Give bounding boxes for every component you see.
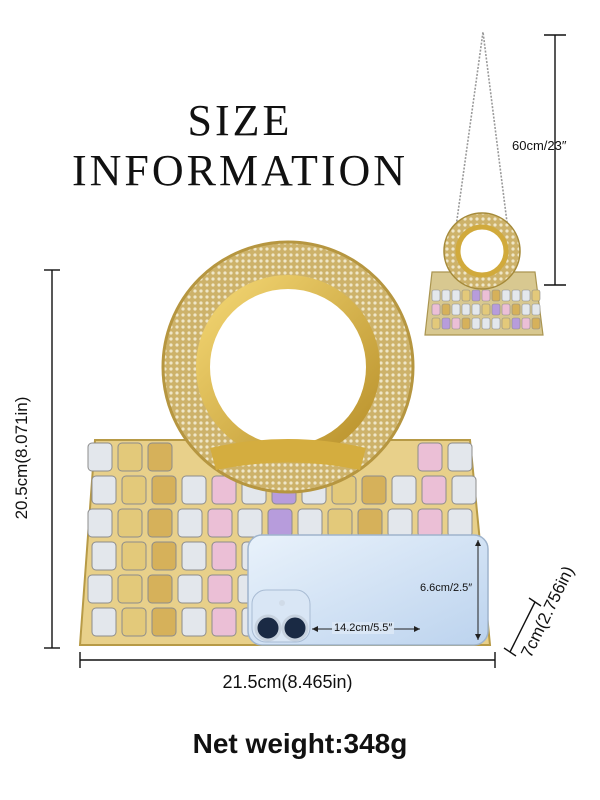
crystal-stone	[87, 508, 113, 538]
small-crystal-stone	[471, 289, 481, 302]
small-crystal-stone	[511, 289, 521, 302]
bag-handle-inner	[196, 275, 380, 459]
crystal-stone	[87, 574, 113, 604]
phone-width-label: 14.2cm/5.5″	[332, 622, 395, 634]
crystal-stone	[417, 508, 443, 538]
crystal-stone	[151, 541, 177, 571]
crystal-stone	[387, 508, 413, 538]
small-crystal-stone	[451, 303, 461, 316]
small-crystal-stone	[441, 303, 451, 316]
crystal-stone	[297, 508, 323, 538]
crystal-stone	[451, 475, 477, 505]
height-label: 20.5cm(8.071in)	[12, 396, 31, 520]
crystal-stone	[421, 475, 447, 505]
crystal-stone	[147, 442, 173, 472]
crystal-stone	[91, 541, 117, 571]
crystal-stone	[207, 508, 233, 538]
crystal-stone	[327, 508, 353, 538]
crystal-stone	[211, 607, 237, 637]
crystal-stone	[357, 508, 383, 538]
bag-with-strap	[424, 31, 544, 336]
crystal-stone	[417, 442, 443, 472]
crystal-stone	[181, 607, 207, 637]
crystal-grid	[87, 442, 477, 637]
small-crystal-stone	[491, 303, 501, 316]
small-crystal-stone	[461, 289, 471, 302]
phone-camera-1	[254, 614, 282, 642]
small-crystal-stone	[481, 289, 491, 302]
crystal-stone	[181, 475, 207, 505]
crystal-stone	[147, 574, 173, 604]
crystal-stone	[207, 574, 233, 604]
small-crystal-stone	[521, 289, 531, 302]
crystal-stone	[267, 508, 293, 538]
crystal-stone	[87, 442, 113, 472]
strap-length-label: 60cm/23″	[512, 138, 567, 153]
small-crystal-stone	[531, 317, 541, 330]
small-crystal-stone	[431, 289, 441, 302]
small-crystal-stone	[501, 289, 511, 302]
dimension-lines	[44, 34, 566, 668]
title-line-2: INFORMATION	[71, 146, 409, 195]
small-crystal-stone	[531, 303, 541, 316]
crystal-stone	[147, 508, 173, 538]
phone-camera-2	[281, 614, 309, 642]
crystal-stone	[361, 475, 387, 505]
small-crystal-stone	[461, 317, 471, 330]
small-crystal-stone	[491, 289, 501, 302]
crystal-stone	[177, 508, 203, 538]
small-crystal-stone	[481, 317, 491, 330]
crystal-stone	[91, 475, 117, 505]
small-crystal-stone	[431, 303, 441, 316]
title-line-1: SIZE	[187, 96, 293, 145]
crystal-stone	[211, 541, 237, 571]
phone-height-label: 6.6cm/2.5″	[420, 582, 473, 594]
small-crystal-stone	[471, 317, 481, 330]
crystal-stone	[151, 607, 177, 637]
small-crystal-stone	[511, 303, 521, 316]
crystal-stone	[121, 607, 147, 637]
crystal-stone	[121, 541, 147, 571]
small-crystal-stone	[491, 317, 501, 330]
width-label: 21.5cm(8.465in)	[222, 672, 353, 692]
crystal-stone	[177, 574, 203, 604]
small-crystal-stone	[511, 317, 521, 330]
crystal-stone	[117, 574, 143, 604]
small-crystal-stone	[471, 303, 481, 316]
crystal-stone	[237, 508, 263, 538]
crystal-stone	[117, 508, 143, 538]
crystal-stone	[181, 541, 207, 571]
crystal-stone	[391, 475, 417, 505]
crystal-stone	[121, 475, 147, 505]
small-crystal-stone	[441, 317, 451, 330]
crystal-stone	[151, 475, 177, 505]
small-crystal-stone	[521, 303, 531, 316]
crystal-stone	[117, 442, 143, 472]
small-crystal-stone	[431, 317, 441, 330]
net-weight: Net weight:348g	[192, 728, 408, 759]
crystal-stone	[447, 508, 473, 538]
small-crystal-stone	[451, 317, 461, 330]
small-crystal-stone	[501, 303, 511, 316]
small-crystal-stone	[441, 289, 451, 302]
small-crystal-stone	[481, 303, 491, 316]
small-crystal-stone	[531, 289, 541, 302]
small-crystal-stone	[501, 317, 511, 330]
small-crystal-stone	[461, 303, 471, 316]
small-crystal-stone	[451, 289, 461, 302]
crystal-stone	[447, 442, 473, 472]
small-crystal-stone	[521, 317, 531, 330]
crystal-stone	[91, 607, 117, 637]
